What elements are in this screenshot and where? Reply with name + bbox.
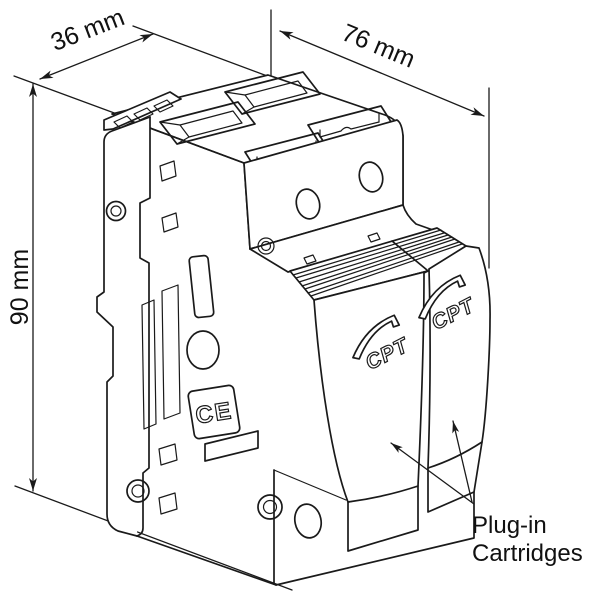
ce-badge: CE bbox=[187, 384, 241, 440]
screw-head bbox=[260, 240, 272, 252]
flange-screw bbox=[105, 200, 127, 222]
cartridge-vent-band bbox=[289, 227, 467, 301]
flange-screw-inner bbox=[131, 484, 145, 498]
flange-screw bbox=[126, 479, 150, 503]
callout-line2: Cartridges bbox=[472, 540, 583, 567]
bottom-screw-inner bbox=[262, 499, 278, 515]
top-face-front-edge bbox=[149, 127, 245, 164]
screw-hole bbox=[295, 188, 321, 220]
arrowhead bbox=[452, 421, 460, 434]
base-bottom bbox=[275, 441, 483, 586]
base-front-face: CE bbox=[136, 160, 347, 586]
extension-line-top-left bbox=[13, 75, 118, 115]
plug-in-cartridge-right[interactable]: CPT bbox=[410, 245, 491, 469]
cartridge-divider bbox=[391, 240, 428, 271]
flange-outline bbox=[96, 116, 151, 537]
step-face bbox=[249, 204, 434, 273]
dimension-depth-label: 76 mm bbox=[338, 19, 419, 74]
side-vent bbox=[159, 160, 177, 182]
indicator-window bbox=[188, 254, 215, 319]
arrowhead bbox=[139, 34, 153, 43]
vent-hole bbox=[153, 99, 174, 113]
device-drawing: CE CPT CPT bbox=[96, 71, 491, 586]
dimension-height-label: 90 mm bbox=[6, 249, 34, 325]
arrowhead bbox=[29, 84, 37, 97]
base-bottom-right-edges bbox=[275, 491, 475, 586]
arrowhead bbox=[29, 478, 37, 491]
ce-mark-text: CE bbox=[194, 397, 235, 430]
side-vent bbox=[158, 443, 178, 466]
cpt-swoosh bbox=[418, 274, 467, 320]
vent-strip bbox=[103, 91, 182, 131]
arrowhead bbox=[470, 107, 484, 116]
base-bottom-front-edge bbox=[136, 535, 277, 586]
arrowhead bbox=[40, 70, 54, 79]
test-button bbox=[186, 330, 220, 370]
side-vent bbox=[158, 492, 178, 515]
spring-slot bbox=[161, 284, 181, 420]
terminal-opening-back-left bbox=[224, 71, 321, 115]
recess-edge bbox=[273, 469, 347, 501]
screw-hole bbox=[358, 161, 384, 193]
arrowhead bbox=[391, 443, 403, 453]
bottom-terminal-hole bbox=[293, 503, 323, 539]
arrowhead bbox=[280, 31, 294, 40]
flange-screw-inner bbox=[110, 205, 122, 217]
dimension-line-76mm bbox=[279, 30, 485, 117]
dimension-line-36mm bbox=[39, 33, 154, 80]
cartridge-right-body bbox=[427, 245, 491, 469]
terminal-block-front-face bbox=[243, 119, 404, 250]
plug-in-cartridge-left[interactable]: CPT bbox=[313, 270, 429, 503]
terminal-opening-front-left bbox=[159, 101, 256, 145]
callout-arrow-line bbox=[452, 420, 473, 503]
bottom-screw bbox=[257, 494, 283, 520]
cartridge-left-body bbox=[313, 270, 429, 503]
extension-line-back-corner bbox=[132, 25, 271, 78]
callout-plug-in-cartridges: Plug-in Cartridges bbox=[390, 420, 583, 567]
flange-inner-edge bbox=[136, 116, 151, 537]
extension-line-bottom bbox=[14, 485, 293, 591]
callout-line1: Plug-in bbox=[472, 512, 547, 539]
cpt-swoosh bbox=[352, 314, 401, 360]
latch-tab bbox=[303, 254, 317, 265]
screw-head bbox=[257, 237, 275, 255]
callout-arrow-line bbox=[390, 442, 475, 505]
latch-tab bbox=[367, 232, 381, 243]
vent-hole bbox=[113, 115, 134, 129]
vent-hole bbox=[133, 107, 154, 121]
side-vent bbox=[161, 212, 179, 233]
din-rail-flange bbox=[96, 116, 181, 537]
lower-terminal-opening bbox=[204, 430, 259, 462]
spring-slot bbox=[141, 299, 157, 430]
